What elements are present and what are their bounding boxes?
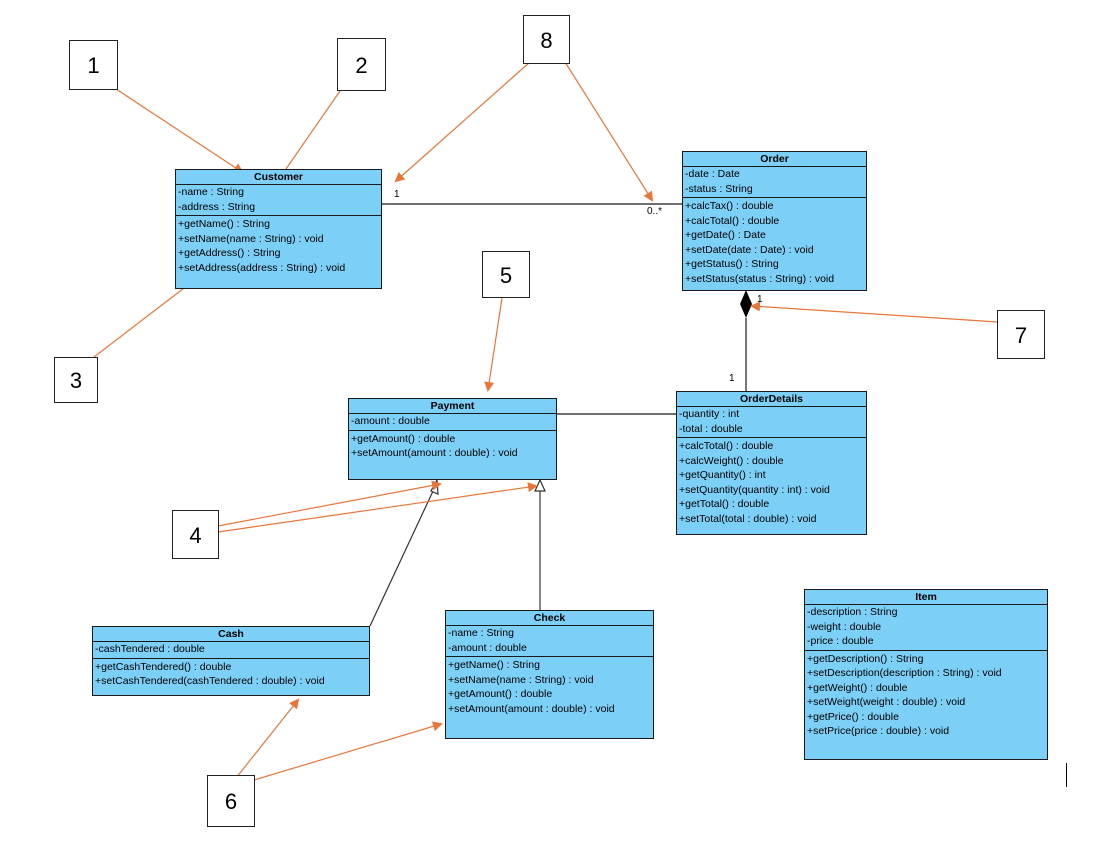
- operation: +getWeight() : double: [807, 681, 908, 694]
- attribute: -amount : double: [351, 415, 430, 427]
- multiplicity-customer-end: 1: [394, 189, 400, 200]
- arrow-8-to-order-end: [564, 61, 654, 202]
- operation: +getCashTendered() : double: [95, 660, 232, 673]
- operation: +setAddress(address : String) : void: [178, 261, 346, 274]
- generalization-arrowhead-cash: [430, 477, 439, 495]
- operations-section: +calcTotal() : double +calcWeight() : do…: [677, 438, 866, 526]
- arrow-6-to-cash: [235, 698, 300, 779]
- arrow-6-to-check: [253, 721, 443, 781]
- attribute: -price : double: [807, 635, 874, 647]
- attributes-section: -cashTendered : double: [93, 642, 369, 659]
- operation: +getAmount() : double: [351, 432, 456, 445]
- multiplicity-order-end: 0..*: [647, 206, 663, 217]
- operation: +setTotal(total : double) : void: [679, 512, 817, 525]
- operations-section: +calcTax() : double +calcTotal() : doubl…: [683, 198, 866, 286]
- arrow-1-to-customer-name: [115, 88, 244, 174]
- operation: +setStatus(status : String) : void: [685, 272, 835, 285]
- operations-section: +getCashTendered() : double +setCashTend…: [93, 659, 369, 689]
- attribute: -quantity : int: [679, 408, 740, 420]
- operation: +setQuantity(quantity : int) : void: [679, 483, 830, 496]
- attribute: -total : double: [679, 422, 743, 435]
- arrow-7-to-composition: [750, 301, 999, 323]
- class-name: Customer: [176, 170, 381, 185]
- label-box-1: 1: [69, 40, 118, 90]
- operation: +calcTotal() : double: [685, 214, 780, 227]
- operations-section: +getName() : String +setName(name : Stri…: [446, 657, 653, 716]
- attributes-section: -name : String -address : String: [176, 185, 381, 216]
- arrow-4-b: [217, 482, 538, 533]
- attributes-section: -quantity : int -total : double: [677, 407, 866, 438]
- attribute: -weight : double: [807, 620, 882, 633]
- operation: +setAmount(amount : double) : void: [448, 702, 615, 715]
- class-customer[interactable]: Customer -name : String -address : Strin…: [175, 169, 382, 289]
- class-name: Item: [805, 590, 1047, 605]
- operation: +setAmount(amount : double) : void: [351, 447, 518, 459]
- class-item[interactable]: Item -description : String -weight : dou…: [804, 589, 1048, 760]
- generalization-arrowhead-check: [534, 478, 546, 492]
- multiplicity-composition-order-end: 1: [757, 294, 763, 305]
- composition-diamond: [740, 290, 752, 318]
- attribute: -name : String: [448, 627, 514, 639]
- generalization-cash-payment: [369, 488, 435, 627]
- attributes-section: -description : String -weight : double -…: [805, 605, 1047, 651]
- operation: +setPrice(price : double) : void: [807, 725, 950, 737]
- operation: +getStatus() : String: [685, 258, 779, 270]
- class-cash[interactable]: Cash -cashTendered : double +getCashTend…: [92, 626, 370, 696]
- attribute: -amount : double: [448, 641, 527, 654]
- attributes-section: -amount : double: [349, 414, 556, 431]
- operations-section: +getDescription() : String +setDescripti…: [805, 651, 1047, 739]
- class-name: Payment: [349, 399, 556, 414]
- operation: +setDescription(description : String) : …: [807, 667, 1002, 679]
- operation: +calcWeight() : double: [679, 454, 784, 467]
- operation: +getPrice() : double: [807, 710, 899, 723]
- operation: +getAddress() : String: [178, 247, 281, 259]
- operation: +calcTax() : double: [685, 200, 774, 212]
- operation: +getDate() : Date: [685, 229, 766, 241]
- class-check[interactable]: Check -name : String -amount : double +g…: [445, 610, 654, 739]
- attribute: -description : String: [807, 606, 898, 618]
- label-box-2: 2: [337, 38, 386, 91]
- class-orderdetails[interactable]: OrderDetails -quantity : int -total : do…: [676, 391, 867, 535]
- operation: +getName() : String: [448, 659, 540, 671]
- label-box-7: 7: [997, 310, 1045, 359]
- class-payment[interactable]: Payment -amount : double +getAmount() : …: [348, 398, 557, 480]
- label-box-4: 4: [172, 510, 219, 559]
- attributes-section: -date : Date -status : String: [683, 167, 866, 198]
- operations-section: +getName() : String +setName(name : Stri…: [176, 216, 381, 275]
- label-box-3: 3: [54, 357, 98, 403]
- class-name: Cash: [93, 627, 369, 642]
- attributes-section: -name : String -amount : double: [446, 626, 653, 657]
- class-name: Check: [446, 611, 653, 626]
- operation: +setDate(date : Date) : void: [685, 243, 814, 256]
- arrow-8-to-customer-end: [394, 61, 531, 183]
- operation: +setWeight(weight : double) : void: [807, 696, 966, 708]
- operation: +calcTotal() : double: [679, 440, 774, 452]
- attribute: -name : String: [178, 186, 244, 198]
- attribute: -date : Date: [685, 168, 740, 180]
- label-box-8: 8: [523, 15, 570, 64]
- operations-section: +getAmount() : double +setAmount(amount …: [349, 431, 556, 461]
- operation: +getTotal() : double: [679, 498, 770, 510]
- operation: +setName(name : String) : void: [448, 673, 594, 686]
- attribute: -cashTendered : double: [95, 643, 205, 655]
- class-name: OrderDetails: [677, 392, 866, 407]
- operation: +getDescription() : String: [807, 652, 924, 665]
- arrow-4-a: [217, 480, 442, 527]
- operation: +setName(name : String) : void: [178, 232, 324, 245]
- attribute: -status : String: [685, 182, 753, 195]
- label-box-5: 5: [482, 251, 530, 298]
- class-name: Order: [683, 152, 866, 167]
- operation: +getQuantity() : int: [679, 469, 766, 481]
- arrow-5-to-payment: [484, 297, 503, 392]
- operation: +getName() : String: [178, 218, 270, 230]
- operation: +setCashTendered(cashTendered : double) …: [95, 675, 325, 687]
- multiplicity-composition-details-end: 1: [729, 373, 735, 384]
- class-order[interactable]: Order -date : Date -status : String +cal…: [682, 151, 867, 291]
- operation: +getAmount() : double: [448, 688, 553, 700]
- text-cursor: [1066, 763, 1067, 787]
- label-box-6: 6: [207, 775, 255, 827]
- attribute: -address : String: [178, 200, 256, 213]
